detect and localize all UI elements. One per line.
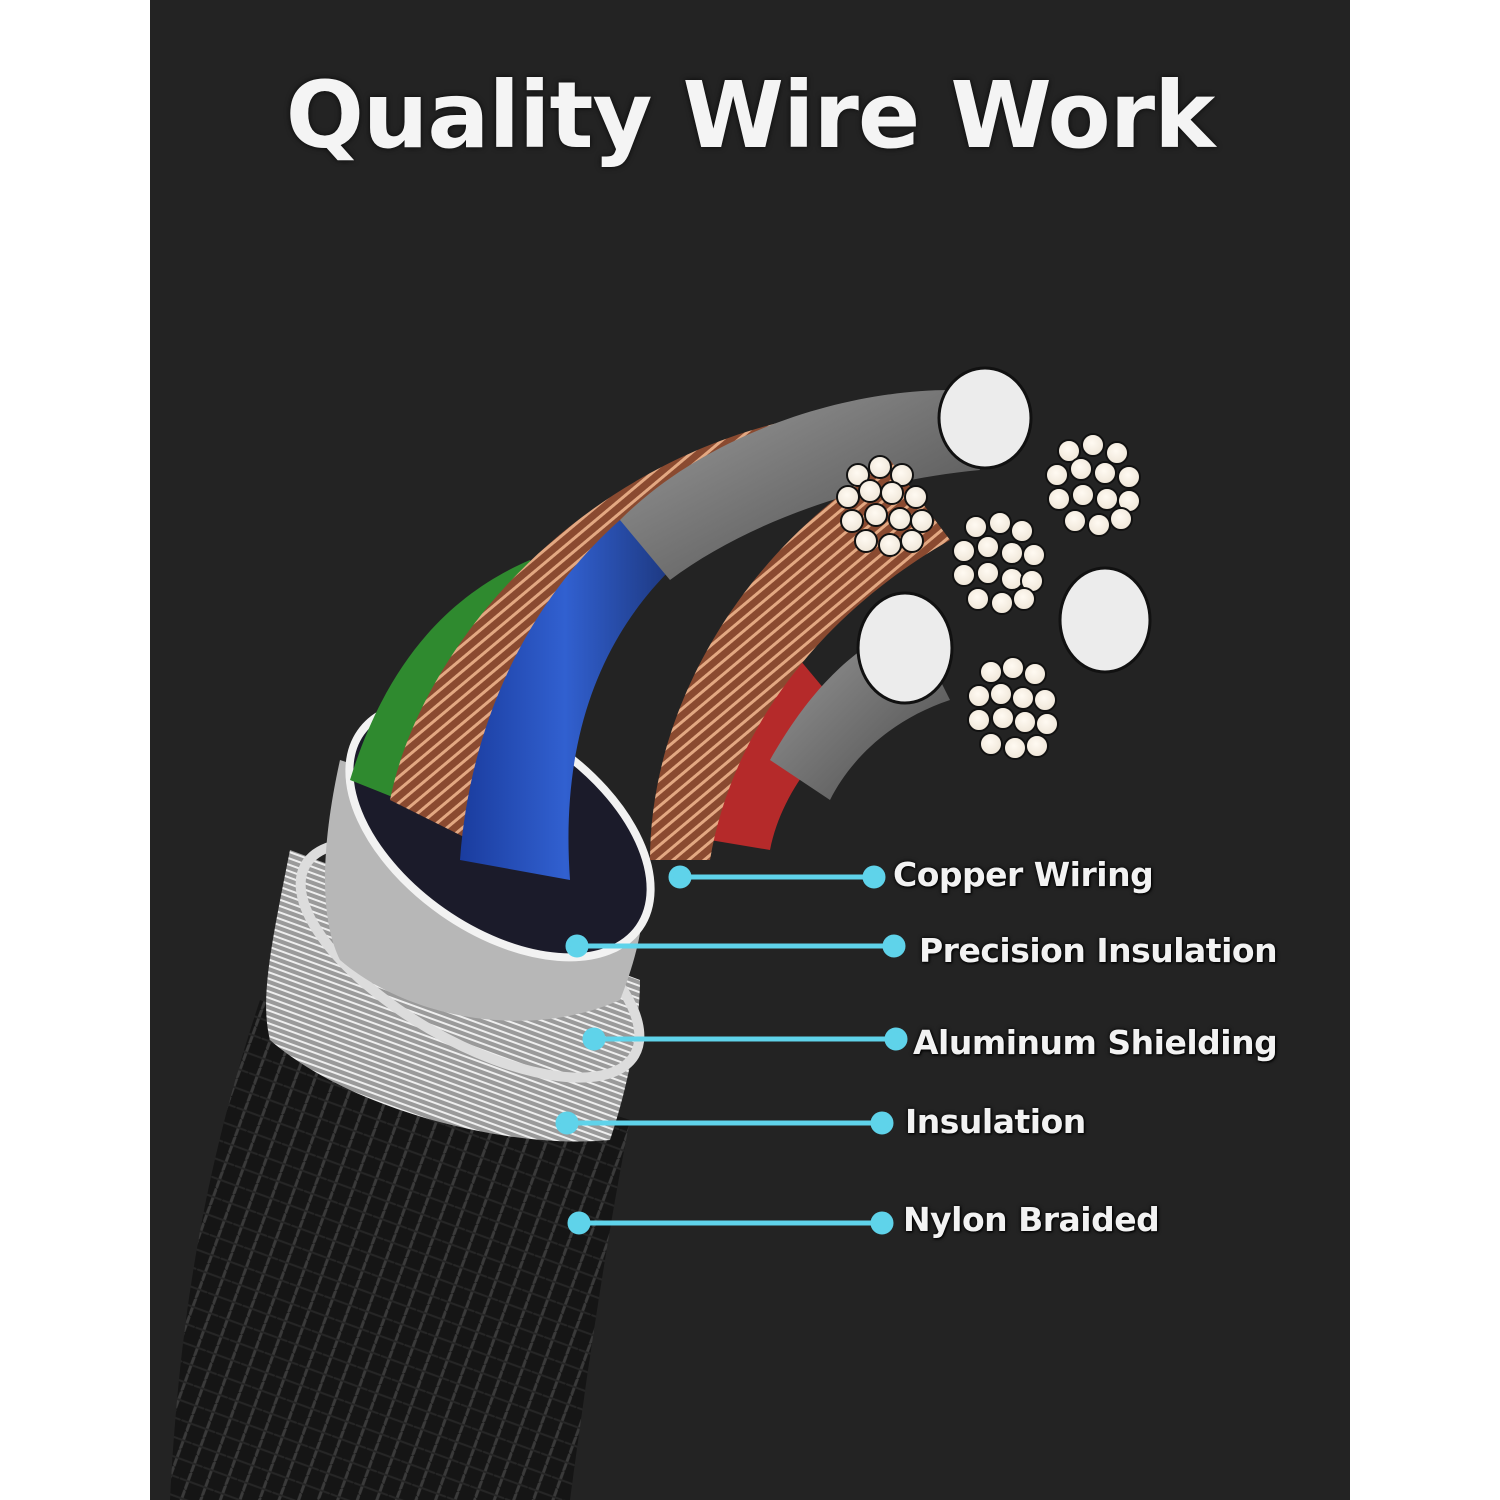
cable-cross-section-illustration (170, 366, 1152, 1500)
page-title: Quality Wire Work (285, 62, 1216, 169)
blue-wire (460, 520, 670, 880)
diagram-panel: Quality Wire Work (150, 0, 1350, 1500)
callout-lines (555, 865, 908, 1235)
grey-wire-top (620, 390, 980, 580)
callout-label-aluminum-shielding: Aluminum Shielding (913, 1023, 1278, 1062)
stranded-conductors (836, 433, 1141, 760)
callout-label-copper-wiring: Copper Wiring (893, 855, 1154, 894)
copper-wire-inner (650, 460, 950, 860)
callout-line-nylon-braided (567, 1211, 894, 1235)
callout-line-precision-insulation (565, 934, 906, 958)
callout-label-insulation: Insulation (905, 1102, 1086, 1141)
callout-line-aluminum-shielding (582, 1027, 908, 1051)
solid-conductors (856, 366, 1152, 705)
callout-line-insulation (555, 1111, 894, 1135)
callout-line-copper-wiring (668, 865, 886, 889)
callout-label-nylon-braided: Nylon Braided (903, 1200, 1160, 1239)
callout-label-precision-insulation: Precision Insulation (919, 931, 1278, 970)
